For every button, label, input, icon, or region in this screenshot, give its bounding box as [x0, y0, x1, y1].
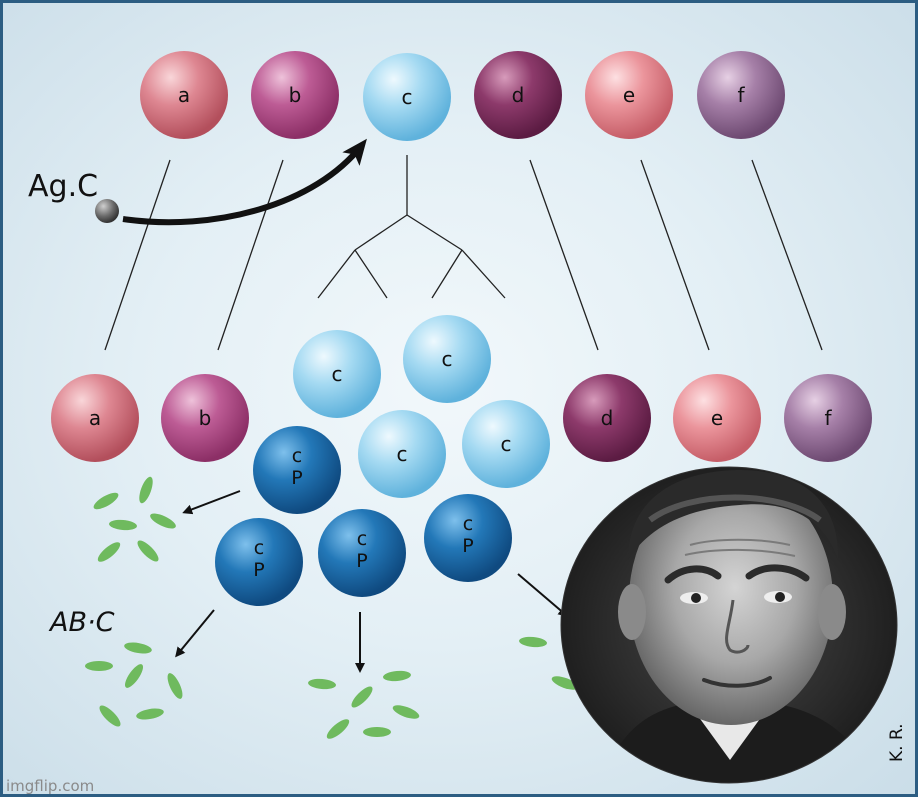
bottom-cell-f-label: f [824, 406, 832, 430]
plasma-cell: c P [253, 426, 341, 514]
plasma-cell-bottom-label: P [356, 550, 367, 572]
plasma-cell: c P [215, 518, 303, 606]
top-cell-b-label: b [289, 83, 302, 107]
antigen-arrow [122, 138, 367, 226]
antibody [97, 542, 121, 562]
arrow-to-antibodies-right [517, 573, 569, 617]
bottom-cell-a: a [51, 374, 139, 462]
clone-cell: c [358, 410, 446, 498]
top-cell-e: e [585, 51, 673, 139]
antibody [85, 661, 113, 671]
antibody [326, 719, 350, 739]
antigen: Ag.C [28, 138, 367, 226]
antibody [99, 705, 121, 727]
plasma-cell-top-label: c [292, 445, 302, 467]
top-cell-b: b [251, 51, 339, 139]
top-cell-d: d [474, 51, 562, 139]
antibody [383, 670, 411, 682]
bottom-cell-e-label: e [711, 406, 723, 430]
antibody [167, 673, 183, 699]
lineage-lines [104, 159, 823, 351]
bottom-cell-b-label: b [199, 406, 212, 430]
clone-cell-label: c [397, 442, 408, 466]
secretion-arrows [175, 490, 569, 673]
antigen-particle [95, 199, 119, 223]
top-cell-f-label: f [737, 83, 745, 107]
top-cell-d-label: d [512, 83, 525, 107]
bottom-cell-e: e [673, 374, 761, 462]
top-cell-a-label: a [178, 83, 190, 107]
line-b [217, 159, 284, 351]
bottom-cell-b: b [161, 374, 249, 462]
bottom-cell-d: d [563, 374, 651, 462]
clonal-expansion-tree [317, 155, 506, 299]
antibody [392, 705, 420, 719]
top-cell-f: f [697, 51, 785, 139]
arrow-to-antibodies-left [182, 490, 241, 515]
plasma-cell-top-label: c [254, 537, 264, 559]
bottom-cell-a-label: a [89, 406, 101, 430]
plasma-cell-top-label: c [357, 528, 367, 550]
portrait-photo [560, 466, 898, 784]
plasma-cell-bottom-label: P [462, 535, 473, 557]
antibody [363, 727, 391, 737]
antibody-label: AB·C [48, 607, 115, 638]
signature: K. R. [887, 723, 907, 762]
clone-cell: c [293, 330, 381, 418]
antibody [150, 513, 176, 529]
plasma-cell: c P [318, 509, 406, 597]
top-cell-c: c [363, 53, 451, 141]
watermark: imgflip.com [6, 777, 94, 795]
clone-cell: c [462, 400, 550, 488]
line-f [751, 159, 823, 351]
plasma-cell-bottom-label: P [253, 559, 264, 581]
top-row: a b c d e f [140, 51, 785, 141]
line-e [640, 159, 710, 351]
antibodies [85, 476, 579, 739]
antibody [139, 476, 153, 504]
bottom-cell-d-label: d [601, 406, 614, 430]
antibody [136, 708, 164, 720]
clone-cell-label: c [501, 432, 512, 456]
plasma-cell-bottom-label: P [291, 467, 302, 489]
antibody [551, 676, 579, 690]
top-cell-e-label: e [623, 83, 635, 107]
bottom-cell-f: f [784, 374, 872, 462]
top-cell-c-label: c [402, 85, 413, 109]
clone-cell: c [403, 315, 491, 403]
plasma-cell-top-label: c [463, 513, 473, 535]
antibody [519, 636, 547, 648]
antibody [351, 686, 373, 708]
clone-cell-label: c [442, 347, 453, 371]
plasma-cells: c P c P c P c P [215, 426, 512, 606]
plasma-cell: c P [424, 494, 512, 582]
line-d [529, 159, 599, 351]
top-cell-a: a [140, 51, 228, 139]
antibody [124, 642, 152, 654]
clone-cells: c c c c [293, 315, 550, 498]
arrow-to-antibodies-bottom-left [175, 609, 215, 658]
antibody [308, 678, 336, 690]
antibody [124, 664, 144, 688]
antibody [109, 519, 137, 531]
antibody [137, 540, 159, 562]
antigen-label: Ag.C [28, 169, 98, 204]
clone-cell-label: c [332, 362, 343, 386]
antibody [93, 492, 119, 510]
bottom-row: a b d e f [51, 374, 872, 462]
line-a [104, 159, 171, 351]
